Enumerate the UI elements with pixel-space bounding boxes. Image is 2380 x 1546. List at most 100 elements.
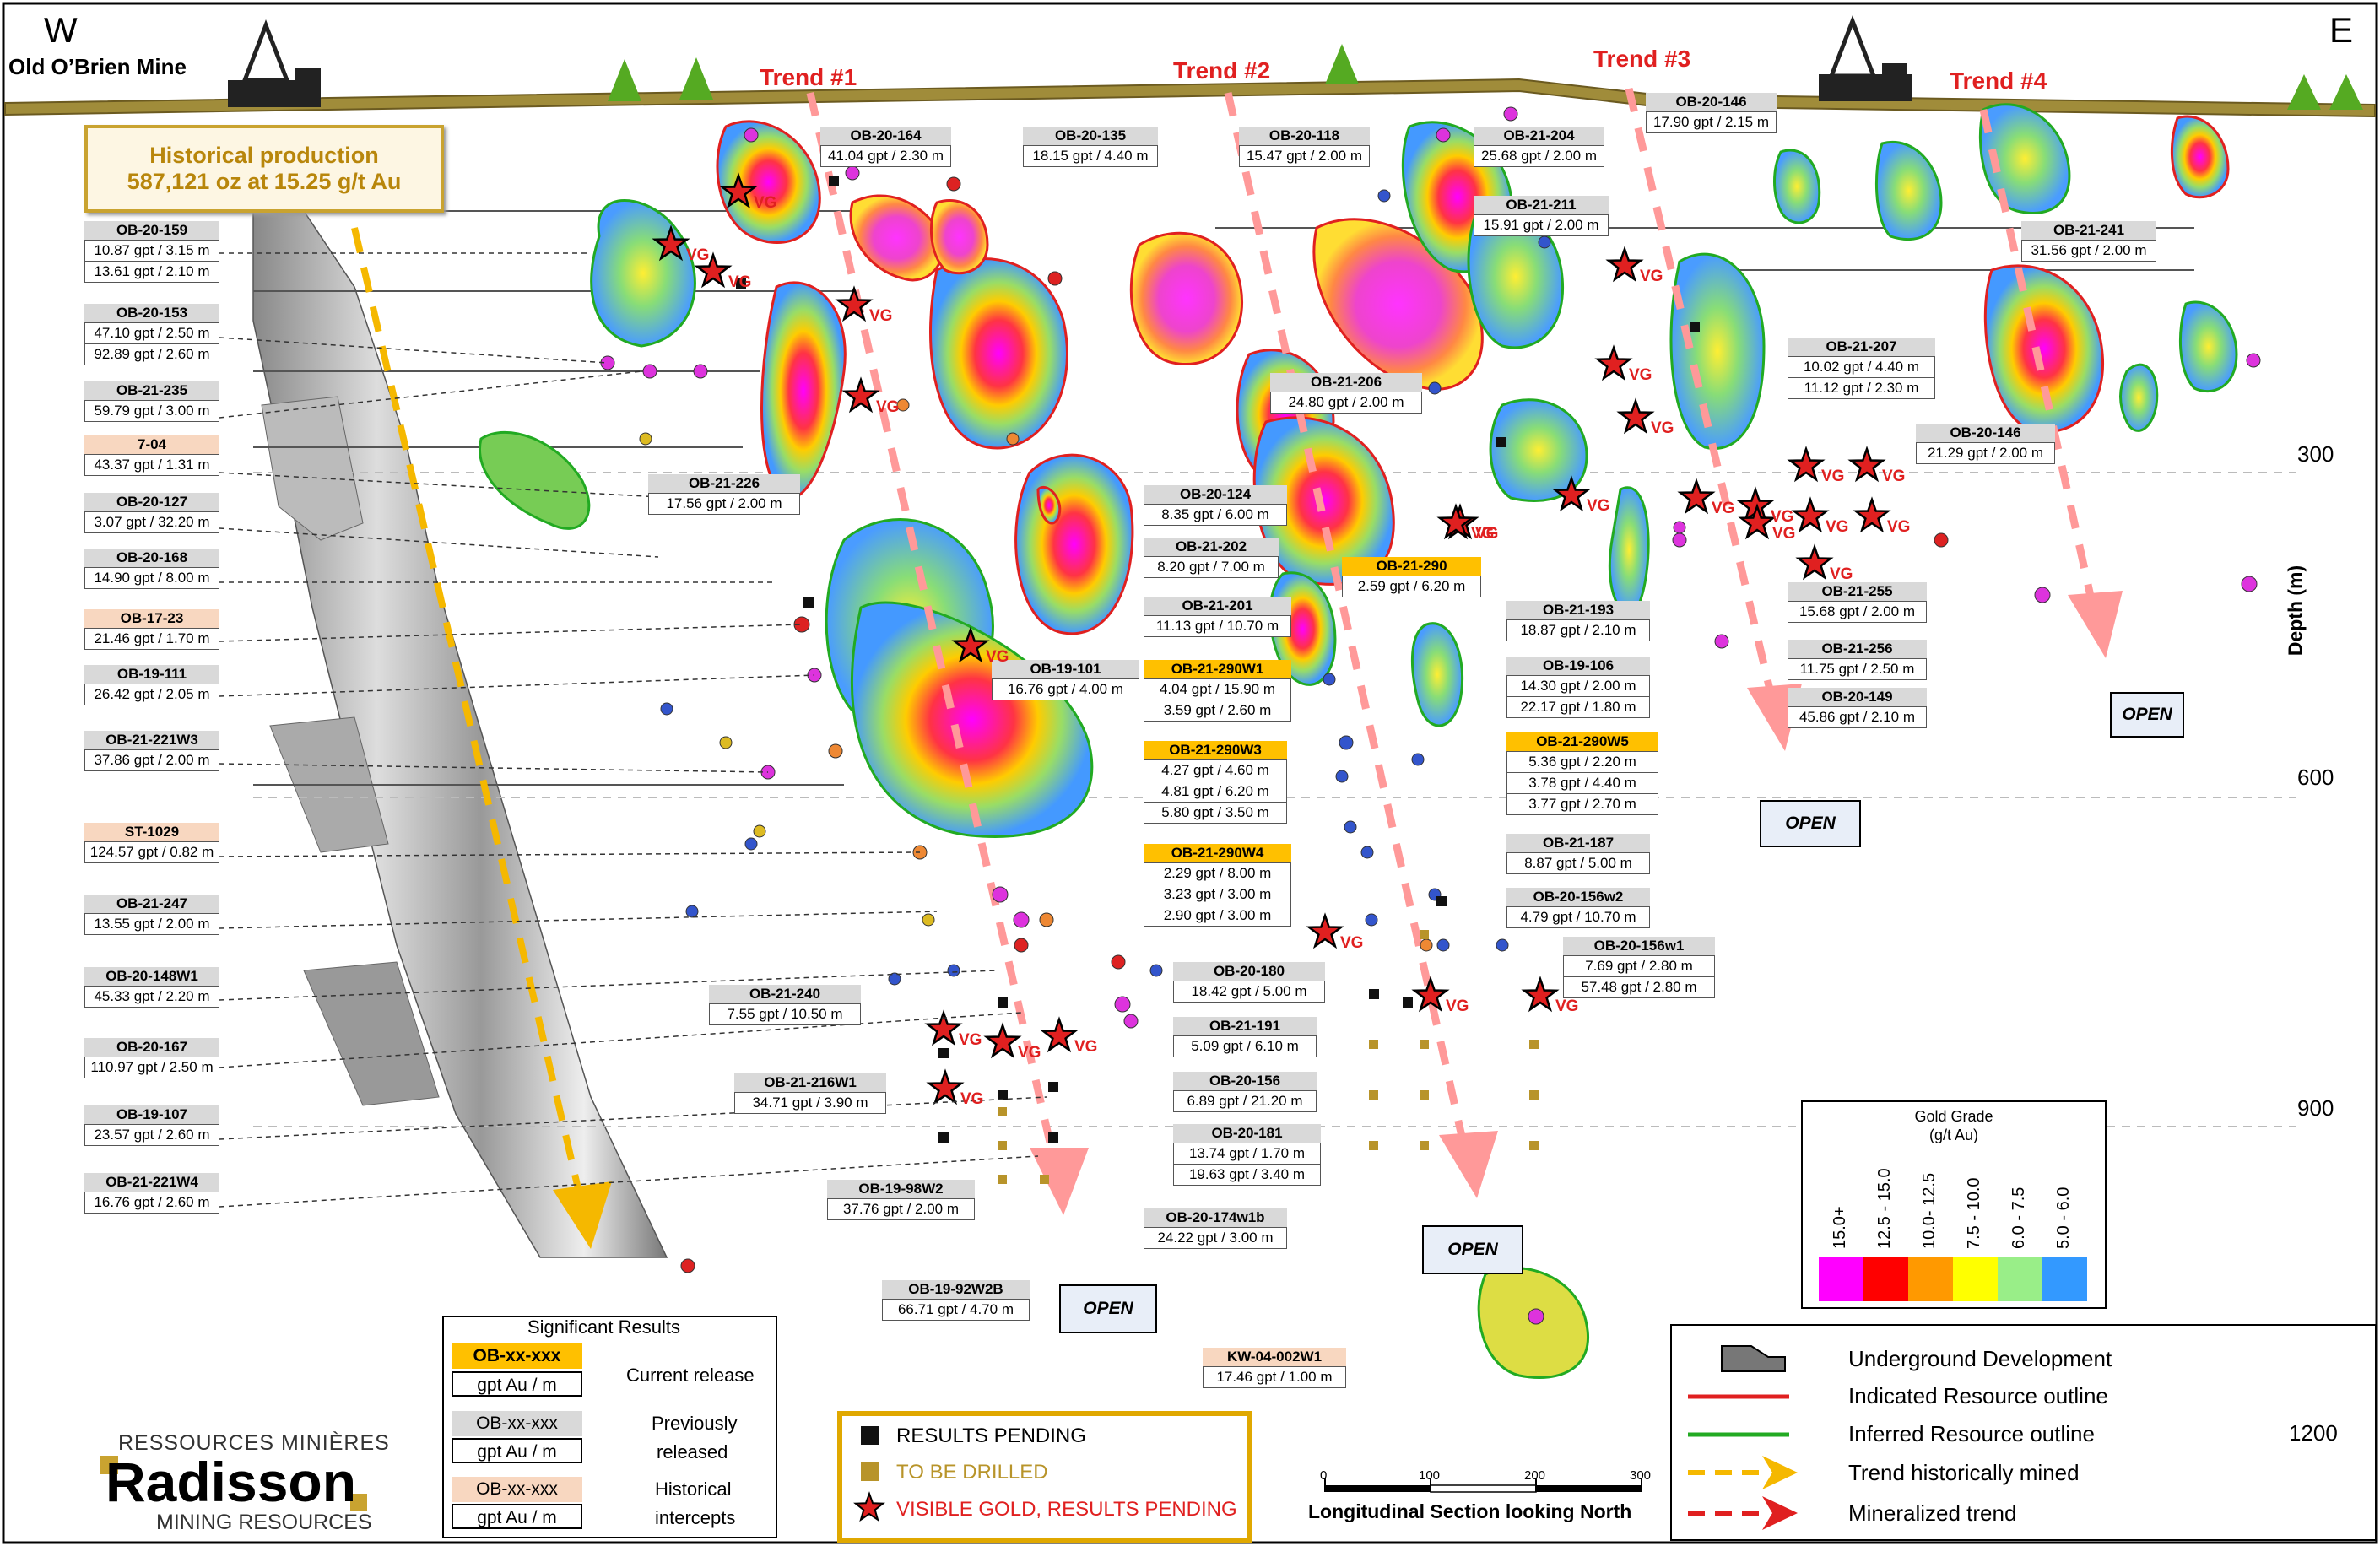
intercept-hole-id: OB-20-149: [1788, 688, 1927, 706]
intercept-hole-id: OB-21-221W4: [84, 1173, 219, 1192]
depth-axis-label: Depth (m): [2284, 565, 2307, 657]
vg-label: VG: [1651, 419, 1674, 437]
intercept-hole-id: OB-21-216W1: [734, 1073, 886, 1092]
vg-star-icon: [853, 1491, 885, 1522]
intercept-hole-id: OB-19-101: [992, 660, 1139, 678]
intercept-value: 14.30 gpt / 2.00 m: [1506, 675, 1650, 697]
intercept-value: 15.91 gpt / 2.00 m: [1474, 214, 1609, 236]
to-drill-swatch: [861, 1462, 879, 1481]
intercept-value: 5.80 gpt / 3.50 m: [1144, 803, 1287, 824]
intercept-value: 16.76 gpt / 2.60 m: [84, 1192, 219, 1214]
intercept-value: 3.59 gpt / 2.60 m: [1144, 700, 1291, 722]
intercept-value: 13.61 gpt / 2.10 m: [84, 262, 219, 283]
intercept-value: 34.71 gpt / 3.90 m: [734, 1092, 886, 1114]
scale-tick-300: 300: [1630, 1468, 1652, 1483]
vg-label: VG: [986, 648, 1009, 666]
historic-trend-arrow-icon: [1762, 1456, 1798, 1489]
intercept-value: 59.79 gpt / 3.00 m: [84, 400, 219, 422]
intercept-hole-id: OB-20-156w2: [1506, 888, 1650, 906]
intercept-value: 92.89 gpt / 2.60 m: [84, 344, 219, 365]
vg-label: VG: [1587, 497, 1610, 515]
intercept-hole-id: OB-20-148W1: [84, 967, 219, 986]
min-trend-legend-text: Mineralized trend: [1848, 1500, 2017, 1526]
grade-swatch: [1863, 1257, 1908, 1301]
intercept-hole-id: OB-20-135: [1023, 127, 1158, 145]
grade-legend-title-1: Gold Grade: [1914, 1108, 1993, 1125]
vg-label: VG: [1712, 500, 1735, 517]
intercept-value: 5.09 gpt / 6.10 m: [1173, 1035, 1317, 1057]
vg-star-icon: [1853, 496, 1891, 533]
vg-label: VG: [686, 246, 710, 264]
vg-label: VG: [1475, 525, 1499, 543]
vg-label: VG: [1882, 468, 1906, 485]
vg-label: VG: [1629, 366, 1652, 384]
intercept-hole-id: OB-19-98W2: [827, 1180, 975, 1198]
intercept-value: 2.29 gpt / 8.00 m: [1144, 862, 1291, 884]
vg-label: VG: [1446, 997, 1469, 1015]
headframe-icon-west: [228, 19, 321, 107]
sig-legend-current-text: Current release: [626, 1365, 755, 1386]
intercept-value: 3.23 gpt / 3.00 m: [1144, 884, 1291, 905]
historical-production-line2: 587,121 oz at 15.25 g/t Au: [127, 169, 402, 194]
vg-label: VG: [1555, 997, 1579, 1015]
scale-tick-100: 100: [1419, 1468, 1441, 1483]
sig-legend-historical-text-1: Historical: [655, 1478, 732, 1500]
vg-star-icon: [1436, 503, 1475, 540]
mineralized-trend-arrow-icon: [1762, 1496, 1798, 1530]
status-legend-box: [837, 1411, 1252, 1543]
sig-legend-historical-text-2: intercepts: [655, 1507, 736, 1528]
intercept-value: 3.77 gpt / 2.70 m: [1506, 794, 1658, 815]
hist-trend-legend-text: Trend historically mined: [1848, 1460, 2080, 1485]
to-be-drilled-markers: [998, 930, 1539, 1184]
vg-label: VG: [876, 398, 900, 416]
intercept-hole-id: OB-20-159: [84, 221, 219, 240]
intercept-value: 4.79 gpt / 10.70 m: [1506, 906, 1650, 928]
intercept-hole-id: OB-20-146: [1916, 424, 2055, 442]
intercept-value: 37.86 gpt / 2.00 m: [84, 749, 219, 771]
historic-trend-arrow: [351, 227, 612, 1249]
intercept-value: 13.55 gpt / 2.00 m: [84, 913, 219, 935]
intercept-hole-id: ST-1029: [84, 823, 219, 841]
intercept-value: 23.57 gpt / 2.60 m: [84, 1124, 219, 1146]
intercept-value: 24.80 gpt / 2.00 m: [1270, 392, 1422, 414]
pierce-points: [600, 106, 2261, 1325]
intercept-value: 37.76 gpt / 2.00 m: [827, 1198, 975, 1220]
vg-star-icon: [1677, 478, 1716, 515]
intercept-hole-id: OB-20-146: [1646, 93, 1777, 111]
intercept-value: 110.97 gpt / 2.50 m: [84, 1057, 219, 1078]
intercept-value: 8.35 gpt / 6.00 m: [1144, 504, 1287, 526]
vg-label: VG: [1074, 1038, 1098, 1056]
vg-star-icon: [1411, 976, 1450, 1013]
intercept-value: 17.90 gpt / 2.15 m: [1646, 111, 1777, 133]
intercept-value: 22.17 gpt / 1.80 m: [1506, 697, 1650, 718]
to-drill-legend-text: TO BE DRILLED: [896, 1461, 1048, 1484]
grade-swatch: [1998, 1257, 2042, 1301]
intercept-value: 11.12 gpt / 2.30 m: [1788, 378, 1935, 399]
intercept-hole-id: OB-20-180: [1173, 962, 1325, 981]
intercept-hole-id: OB-20-156: [1173, 1072, 1317, 1090]
intercept-value: 5.36 gpt / 2.20 m: [1506, 751, 1658, 773]
intercept-value: 19.63 gpt / 3.40 m: [1173, 1165, 1321, 1186]
intercept-value: 3.07 gpt / 32.20 m: [84, 511, 219, 533]
intercept-value: 17.46 gpt / 1.00 m: [1203, 1366, 1346, 1388]
depth-tick-600: 600: [2297, 765, 2334, 790]
